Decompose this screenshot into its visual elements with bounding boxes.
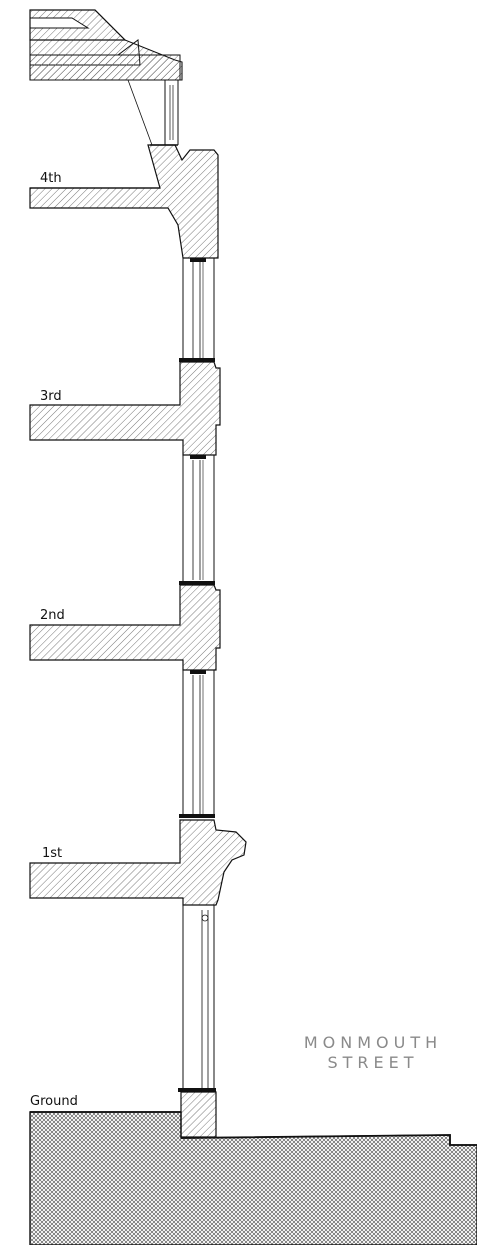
level-label-1st: 1st <box>42 846 63 861</box>
level-label-2nd: 2nd <box>40 608 65 623</box>
floor-slab-3rd <box>29 361 221 456</box>
ground-earth <box>29 1111 477 1245</box>
floor-slab-2nd <box>29 584 221 671</box>
wall-window-4th <box>179 258 215 362</box>
roof-structure <box>29 9 183 146</box>
wall-window-2nd <box>179 670 215 818</box>
wall-window-3rd <box>179 455 215 585</box>
street-name-line-2: STREET <box>327 1053 419 1072</box>
level-label-3rd: 3rd <box>40 389 62 404</box>
foundation-wall <box>180 1091 217 1138</box>
level-label-4th: 4th <box>40 171 62 186</box>
floor-slab-1st <box>29 819 247 906</box>
wall-window-ground <box>178 905 216 1092</box>
street-name-label: MONMOUTH STREET <box>288 1033 458 1073</box>
floor-slab-4th <box>29 144 219 259</box>
level-label-ground: Ground <box>30 1094 78 1109</box>
street-name-line-1: MONMOUTH <box>303 1033 443 1052</box>
